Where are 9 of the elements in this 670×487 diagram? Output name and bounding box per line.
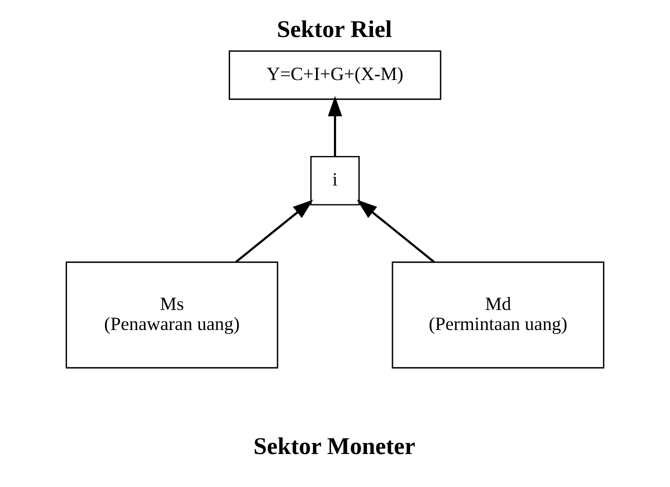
arrow <box>356 200 435 263</box>
node-box: i <box>310 156 360 206</box>
node-box: Ms (Penawaran uang) <box>66 262 278 368</box>
diagram-title: Sektor Riel <box>276 16 392 43</box>
node-box: Md (Permintaan uang) <box>392 262 604 368</box>
node-box: Y=C+I+G+(X-M) <box>228 50 442 100</box>
caption: Sektor Moneter <box>253 434 416 460</box>
arrow <box>235 200 314 263</box>
arrow <box>328 96 342 156</box>
